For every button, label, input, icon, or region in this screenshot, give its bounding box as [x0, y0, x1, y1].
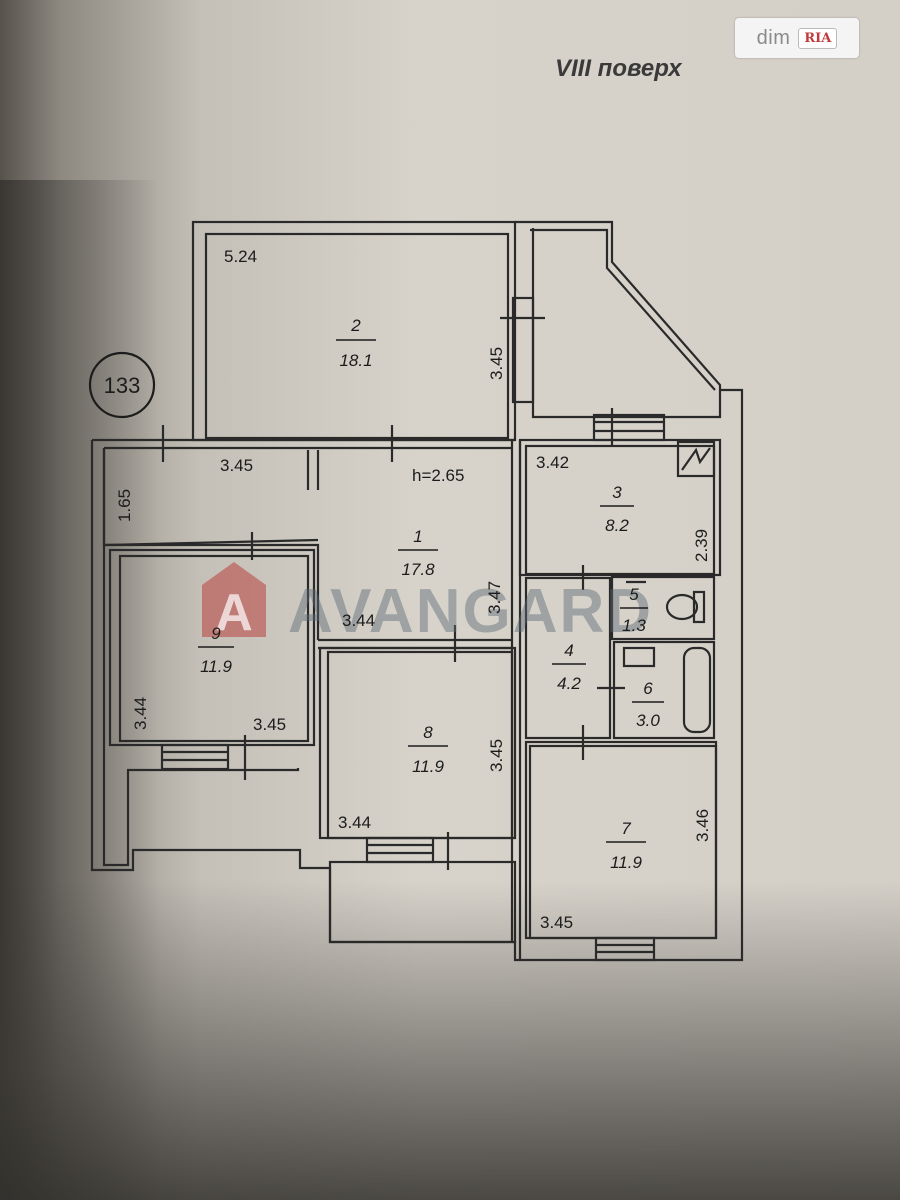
- room-8-inner: [326, 650, 514, 840]
- room-2-number: 2: [350, 316, 361, 335]
- room-6-area: 3.0: [636, 711, 660, 730]
- dim-corridor-width: 3.45: [220, 456, 253, 475]
- room-7-number: 7: [621, 819, 631, 838]
- room-3-inner: [524, 444, 716, 576]
- shadow-bottom: [0, 880, 900, 1200]
- dim-room1-width: 3.44: [342, 611, 375, 630]
- stove-icon: [676, 440, 716, 478]
- dim-room7-width: 3.45: [540, 913, 573, 932]
- room-7-window: [594, 936, 656, 962]
- balcony-top-right: [515, 220, 722, 419]
- dim-room9-depth: 3.44: [131, 697, 150, 730]
- dim-room7-depth: 3.46: [693, 809, 712, 842]
- room-2-side-window: [511, 296, 535, 404]
- room-7-area: 11.9: [610, 853, 642, 872]
- dim-ria-logo[interactable]: dim RIA: [735, 18, 859, 58]
- toilet-icon: [665, 593, 699, 621]
- room-8-area: 11.9: [412, 757, 444, 776]
- room-4-area: 4.2: [557, 674, 581, 693]
- logo-ria-badge: RIA: [798, 27, 838, 49]
- room-7-outline: [524, 740, 718, 940]
- room-3-window: [592, 413, 666, 442]
- dim-room3-depth: 2.39: [692, 529, 711, 562]
- room-5-outline: [610, 575, 716, 641]
- room-1-area: 17.8: [401, 560, 435, 579]
- sink-icon: [622, 646, 656, 668]
- bathtub-icon: [682, 646, 712, 734]
- logo-letter: A: [215, 584, 253, 642]
- room-1-number: 1: [413, 527, 422, 546]
- dim-room9-width: 3.45: [253, 715, 286, 734]
- outer-wall-inner: [102, 448, 300, 867]
- dim-room8-width: 3.44: [338, 813, 371, 832]
- logo-dim-text: dim: [756, 26, 791, 49]
- room-5-number: 5: [629, 585, 639, 604]
- dim-room2-depth: 3.45: [487, 347, 506, 380]
- room-5-area: 1.3: [622, 616, 646, 635]
- room-8-balcony: [328, 860, 517, 944]
- watermark-text: AVANGARD: [288, 577, 653, 646]
- room-6-outline: [612, 640, 716, 740]
- room-3-number: 3: [612, 483, 622, 502]
- room-9-number: 9: [211, 624, 221, 643]
- room-8-number: 8: [423, 723, 433, 742]
- dim-room3-width: 3.42: [536, 453, 569, 472]
- room-4-outline: [524, 576, 612, 740]
- dim-room2-width: 5.24: [224, 247, 257, 266]
- avangard-watermark: A AVANGARD: [202, 562, 653, 646]
- room-9-window: [160, 743, 230, 771]
- room-4-number: 4: [564, 641, 573, 660]
- room-9-area: 11.9: [200, 657, 232, 676]
- room-2-inner: [204, 232, 510, 440]
- dim-room8-depth: 3.45: [487, 739, 506, 772]
- floor-label: VIII поверх: [555, 55, 682, 82]
- balcony-top-right-inner: [530, 228, 716, 391]
- room-8-window: [365, 836, 435, 864]
- room-9-inner: [118, 554, 310, 743]
- room-6-number: 6: [643, 679, 653, 698]
- corridor-lower-wall: [102, 448, 320, 640]
- plan-number: 133: [104, 373, 141, 398]
- room-3-area: 8.2: [605, 516, 629, 535]
- dim-room1-depth: 3.47: [485, 581, 504, 614]
- room-2-area: 18.1: [339, 351, 372, 370]
- dim-corridor-depth: 1.65: [115, 489, 134, 522]
- plan-number-circle: [88, 351, 156, 419]
- house-logo-icon: [202, 562, 266, 637]
- ceiling-height: h=2.65: [412, 466, 464, 485]
- room-8-outline: [318, 646, 517, 840]
